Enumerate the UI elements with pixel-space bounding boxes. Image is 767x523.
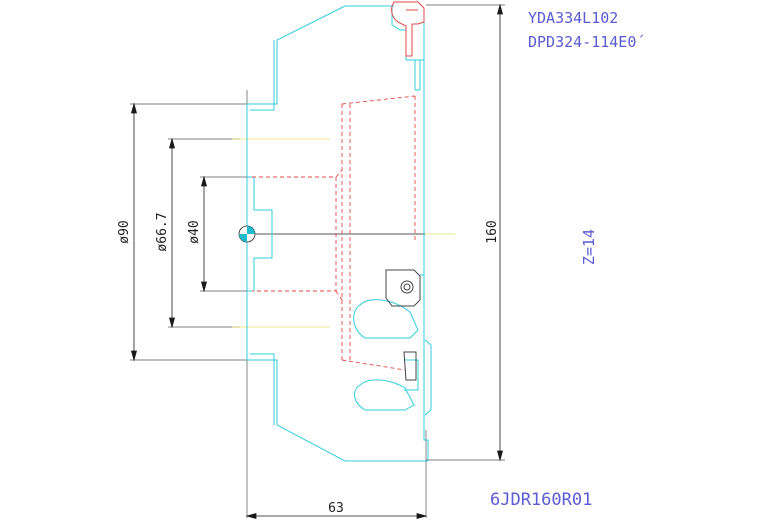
part-code-1: YDA334L102 — [528, 9, 618, 27]
dimension-lines — [130, 3, 504, 520]
upper-insert — [391, 1, 425, 57]
hidden-lines — [252, 95, 416, 371]
extension-lines — [130, 4, 505, 518]
part-code-2: DPD324-114E0´ — [528, 33, 645, 51]
cutter-body-outline — [246, 5, 432, 462]
center-mark — [238, 225, 256, 243]
dim-160: 160 — [485, 220, 500, 243]
model-number: 6JDR160R01 — [490, 490, 592, 510]
dim-width-63: 63 — [328, 501, 344, 516]
dim-d40: ø40 — [187, 220, 202, 243]
teeth-count: Z=14 — [580, 229, 598, 265]
lower-insert — [385, 269, 421, 381]
dim-d90: ø90 — [117, 220, 132, 243]
dim-d66-7: ø66.7 — [155, 212, 170, 251]
center-lines — [232, 138, 455, 328]
